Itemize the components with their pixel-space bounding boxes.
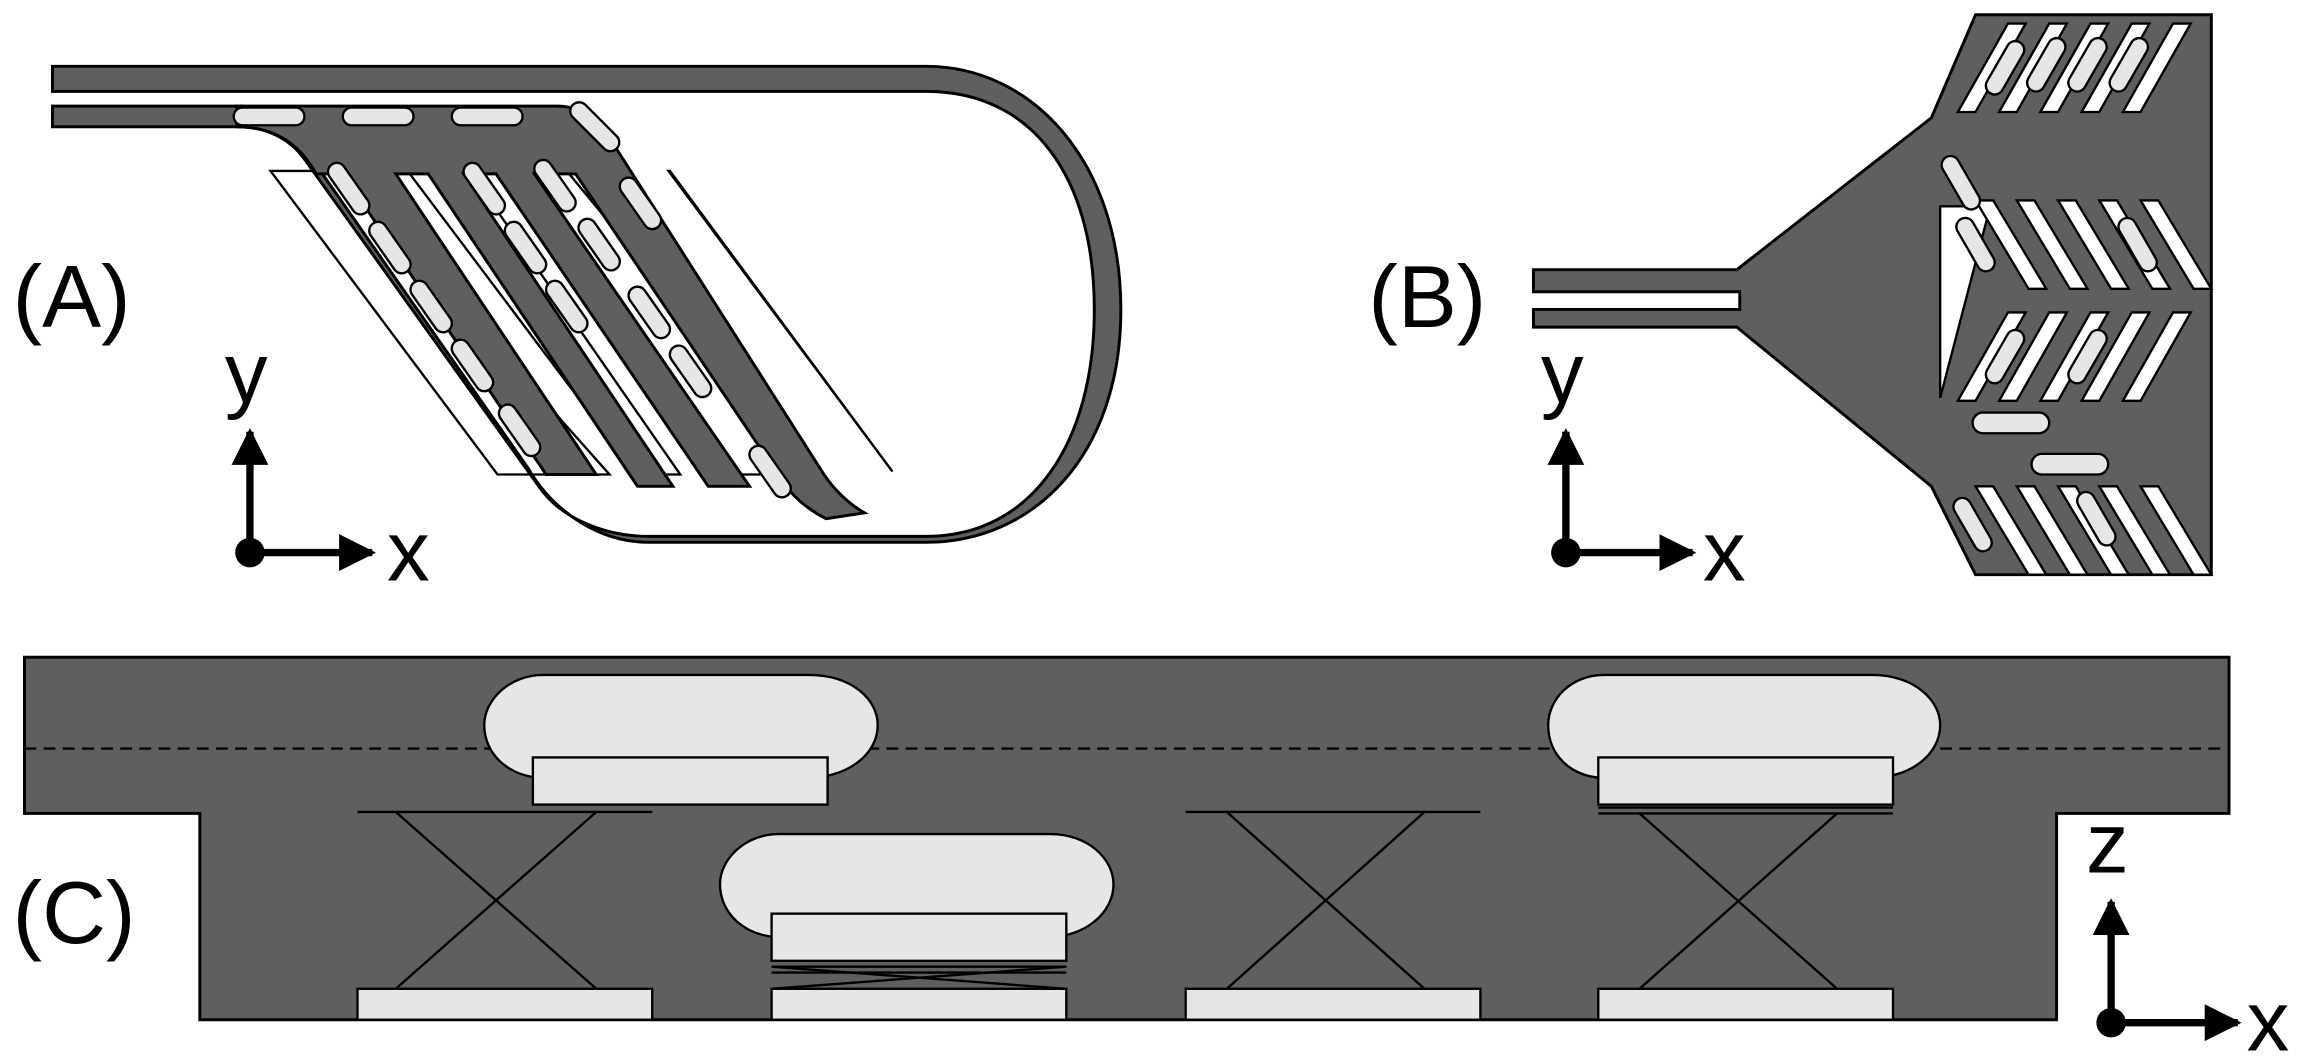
panel-c-axes: z x — [2086, 796, 2289, 1061]
capsule-icon — [2076, 490, 2117, 547]
capsule-icon — [497, 403, 542, 458]
finger-gap — [2079, 311, 2152, 403]
panel-b-x-label: x — [1703, 505, 1746, 600]
capsule-icon — [544, 279, 589, 334]
capsule-icon — [1984, 39, 2026, 96]
capsule-icon — [450, 106, 524, 127]
base-pad — [1597, 987, 1895, 1021]
capsule-icon — [1955, 216, 1996, 273]
capsule-icon — [326, 161, 371, 216]
finger-gap — [1973, 485, 2049, 576]
capsule-icon — [569, 101, 621, 153]
capsule-block — [770, 912, 1068, 962]
capsule-icon — [618, 176, 663, 231]
capsule-icon — [368, 220, 412, 275]
capsule-icon — [1984, 328, 2026, 385]
capsule-icon — [462, 161, 507, 216]
base-pad — [770, 987, 1068, 1021]
capsule-icon — [2108, 36, 2150, 93]
capsule-icon — [1940, 154, 1982, 211]
base-pad — [356, 987, 654, 1021]
cross-support-icon — [1598, 806, 1894, 990]
finger-gap — [2120, 311, 2193, 403]
panel-b-label: (B) — [1368, 247, 1486, 346]
finger-gap — [2014, 199, 2090, 291]
capsule-icon — [232, 106, 306, 127]
finger-gap — [2120, 22, 2193, 114]
panel-b-capsules — [1940, 36, 2158, 553]
panel-c-z-label: z — [2086, 796, 2129, 891]
panel-b: (B) y x — [1368, 13, 2214, 600]
panel-a-label: (A) — [13, 247, 131, 346]
finger-gap — [1997, 311, 2069, 403]
capsule-icon — [1952, 496, 1993, 553]
panel-a-y-label: y — [225, 326, 268, 421]
cross-support-icon — [771, 965, 1067, 990]
panel-c-x-label: x — [2247, 975, 2290, 1061]
capsule-icon — [2025, 36, 2067, 93]
capsule-icon — [533, 158, 577, 213]
electrode-strip — [666, 169, 894, 473]
capsule-icon — [503, 220, 548, 275]
axis-origin — [1551, 537, 1581, 568]
panel-a-x-label: x — [387, 505, 430, 600]
capsule-icon — [2030, 452, 2110, 476]
panel-c-label: (C) — [13, 863, 136, 962]
capsule-icon — [2067, 328, 2108, 385]
finger-gap — [2138, 199, 2214, 291]
panel-c-supports — [357, 806, 1894, 990]
finger-gap — [2055, 199, 2131, 291]
channel-loop — [51, 64, 1123, 544]
capsule-icon — [748, 444, 792, 499]
inlet-channel — [1531, 13, 2213, 577]
capsule-icon — [668, 344, 713, 399]
cross-support-icon — [357, 810, 653, 990]
capsule-icon — [627, 285, 672, 340]
finger-gap — [2097, 485, 2173, 576]
capsule-icon — [450, 338, 495, 393]
base-pad — [1184, 987, 1482, 1021]
finger-gap — [2014, 485, 2090, 576]
capsule-icon — [1971, 411, 2051, 435]
capsule-block — [531, 756, 829, 806]
capsule-block — [1597, 756, 1895, 806]
finger-gap — [1973, 199, 2049, 291]
axis-origin — [235, 537, 265, 568]
capsule-icon — [577, 217, 622, 272]
capsule-icon — [2067, 36, 2108, 93]
panel-a: (A) y x — [13, 64, 1123, 600]
panel-b-y-label: y — [1541, 326, 1584, 421]
capsule-icon — [341, 106, 415, 127]
panel-c-droplets — [356, 673, 1942, 1021]
panel-b-axes: y x — [1541, 326, 1746, 599]
cross-support-icon — [1185, 810, 1481, 990]
panel-c: (C) z x — [13, 655, 2289, 1061]
axis-origin — [2096, 1007, 2126, 1038]
capsule-icon — [2117, 216, 2158, 273]
capsule-icon — [409, 279, 454, 334]
panel-a-capsules — [232, 101, 792, 499]
panel-a-axes: y x — [225, 326, 430, 599]
finger-gap — [2138, 485, 2214, 576]
